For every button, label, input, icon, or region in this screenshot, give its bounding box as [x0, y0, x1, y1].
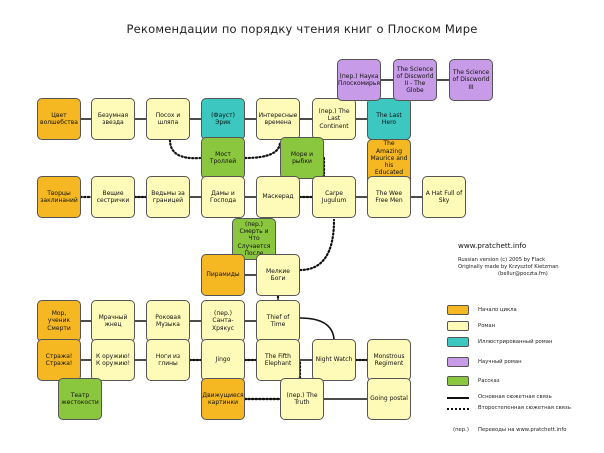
book-science1: (пер.) Наука Плоскомирья — [337, 59, 381, 101]
book-pyramids: Пирамиды — [201, 254, 245, 296]
book-feet: Ноги из глины — [146, 339, 190, 381]
book-arms: К оружию! К оружию! — [91, 339, 135, 381]
book-reaper: Мрачный жнец — [91, 300, 135, 342]
legend-novel-label: Роман — [478, 323, 496, 329]
book-color: Цвет волшебства — [37, 98, 81, 140]
legend-illustrated-swatch — [447, 337, 469, 347]
book-theatre: Театр жестокости — [58, 378, 102, 420]
credits-line-1: Russian version (c) 2005 by Flack — [458, 257, 546, 263]
book-lords: Дамы и Господа — [201, 176, 245, 218]
book-death: (пер.) Смерть и Что Случается После — [232, 218, 276, 260]
legend-side-label: Второстепенная сюжетная связь — [478, 405, 571, 411]
book-science2: The Science of Discworld II - The Globe — [393, 59, 437, 101]
book-smallgods: Мелкие Боги — [256, 254, 300, 296]
link-thief-night — [299, 317, 335, 340]
credits-line-3: (bellur@poczta.fm) — [498, 271, 548, 277]
book-witches: Ведьмы за границей — [146, 176, 190, 218]
book-weefree: The Wee Free Men — [367, 176, 411, 218]
book-science3: The Science of Discworld III — [449, 59, 493, 101]
book-wyrd: Вещие сестрички — [91, 176, 135, 218]
book-lastcontinent: (пер.) The Last Continent — [312, 98, 356, 140]
book-truth: (пер.) The Truth — [280, 378, 324, 420]
legend-start-swatch — [447, 305, 469, 315]
legend-translation-mark: (пер.) — [453, 427, 469, 433]
book-moving: Движущиеся картинки — [201, 378, 245, 420]
legend-novel-swatch — [447, 321, 469, 331]
book-equal: Творцы заклинаний — [37, 176, 81, 218]
book-mort: Посох и шляпа — [146, 98, 190, 140]
book-fifth: The Fifth Elephant — [256, 339, 300, 381]
book-jingo: Jingo — [201, 339, 245, 381]
legend-main-line — [447, 397, 469, 399]
book-night: Night Watch — [312, 339, 356, 381]
legend-main-label: Основная сюжетная связь — [478, 394, 552, 400]
legend-start-label: Начало цикла — [478, 307, 517, 313]
diagram-title: Рекомендации по порядку чтения книг о Пл… — [126, 22, 478, 36]
legend-story-swatch — [447, 376, 469, 386]
site-url: www.pratchett.info — [458, 241, 527, 250]
legend-translation-label: Переводы на www.pratchett.info — [478, 427, 567, 433]
book-monstrous: Monstrous Regiment — [367, 339, 411, 381]
legend-illustrated-label: Иллюстрированный роман — [478, 339, 553, 345]
credits-line-2: Originally made by Krzysztof Kietzman — [458, 264, 559, 270]
link-smallgods-carpe — [298, 218, 336, 272]
book-soul: Роковая Музыка — [146, 300, 190, 342]
book-maskerade: Маскерад — [256, 176, 300, 218]
book-light: Безумная звезда — [91, 98, 135, 140]
book-guards: Стража! Стража! — [37, 339, 81, 381]
book-hatful: A Hat Full of Sky — [422, 176, 466, 218]
book-lasthero: The Last Hero — [367, 98, 411, 140]
legend-science-label: Научный роман — [478, 359, 522, 365]
link-mort-troll — [168, 138, 202, 160]
link-troll-interesting — [243, 140, 282, 160]
book-mortbook: Мор, ученик Смерти — [37, 300, 81, 342]
book-sea: Море и рыбки — [280, 137, 324, 179]
legend-story-label: Рассказ — [478, 378, 500, 384]
book-eric: (Фауст) Эрик — [201, 98, 245, 140]
book-interesting: Интересные времена — [256, 98, 300, 140]
legend-side-line — [447, 408, 469, 410]
book-carpe: Carpe Jugulum — [312, 176, 356, 218]
book-hogfather: (пер.) Санта-Хрякус — [201, 300, 245, 342]
book-troll: Мост Троллей — [201, 137, 245, 179]
book-postal: Going postal — [367, 378, 411, 420]
book-thief: Thief of Time — [256, 300, 300, 342]
legend-science-swatch — [447, 357, 469, 367]
